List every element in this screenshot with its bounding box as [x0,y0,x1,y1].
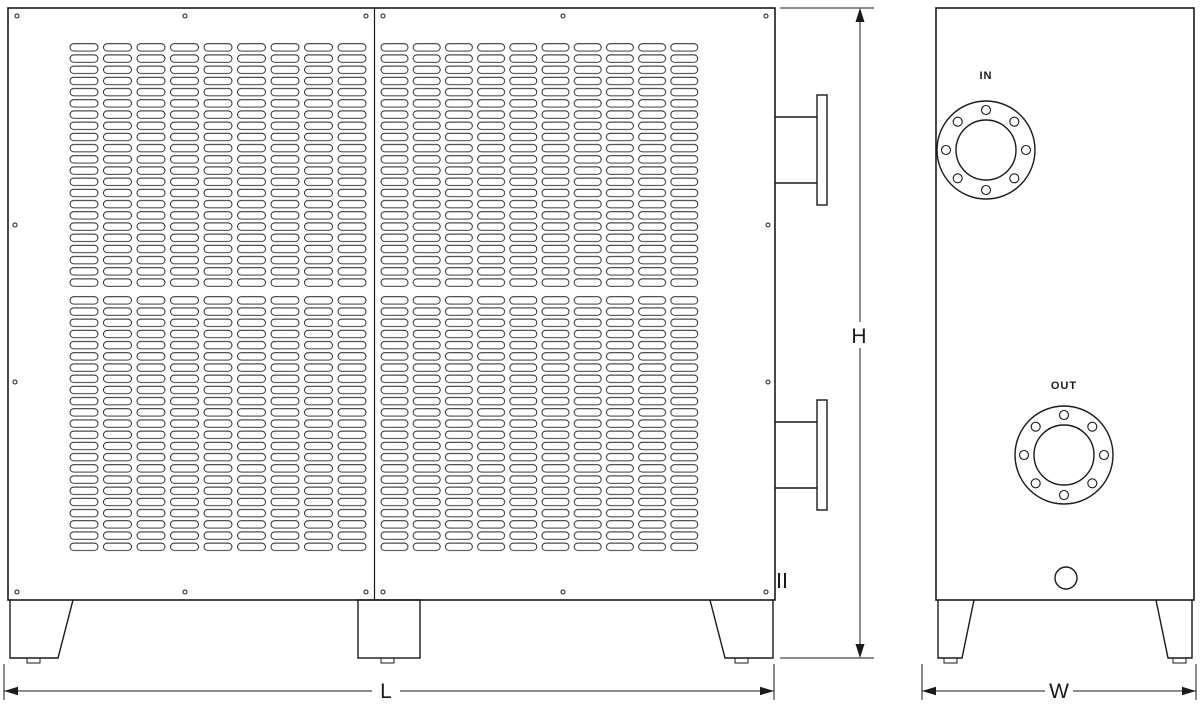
louver-quadrant-bottom-right [379,295,701,553]
dimension-width: W [921,664,1197,703]
panel-screws [12,13,771,595]
front-foot-left [9,599,74,659]
outlet-pipe-stub [775,399,828,511]
arrowhead-up [855,8,865,22]
foot-pad [380,657,395,664]
dimensions: H L W [3,7,1197,703]
arrowhead-right [760,686,774,696]
side-view: IN OUT [935,7,1195,664]
foot-pad [1172,657,1187,664]
foot-pad [26,657,41,664]
louver-quadrant-top-right [379,42,701,289]
side-feet [937,599,1193,664]
outlet-flange: OUT [1014,380,1114,505]
side-foot-left [937,599,975,659]
side-cabinet-outline [935,7,1195,601]
drain-port [1054,566,1078,590]
inlet-label: IN [980,70,993,82]
louver-quadrant-bottom-left [68,295,370,553]
louver-grille [68,42,701,553]
foot-pad [734,657,749,664]
lug-mark [778,573,786,588]
inlet-bolt-holes [940,104,1032,196]
inlet-pipe-stub [775,94,828,206]
outlet-bolt-holes [1018,409,1110,501]
height-dimension-label: H [851,325,866,348]
front-feet [9,599,774,664]
dimension-length: L [3,664,775,703]
front-foot-center [357,599,421,659]
arrowhead-left [4,686,18,696]
arrowhead-down [855,644,865,658]
arrowhead-left [922,686,936,696]
length-dimension-label: L [380,680,392,703]
inlet-flange-plate [816,94,828,206]
front-foot-right [709,599,774,659]
side-foot-right [1155,599,1193,659]
dimension-height: H [780,7,874,659]
foot-pad [943,657,958,664]
arrowhead-right [1182,686,1196,696]
louver-quadrant-top-left [68,42,370,289]
width-dimension-label: W [1049,680,1069,703]
outlet-label: OUT [1051,380,1077,392]
front-view [7,7,828,664]
inlet-flange: IN [936,70,1036,200]
outlet-flange-plate [816,399,828,511]
